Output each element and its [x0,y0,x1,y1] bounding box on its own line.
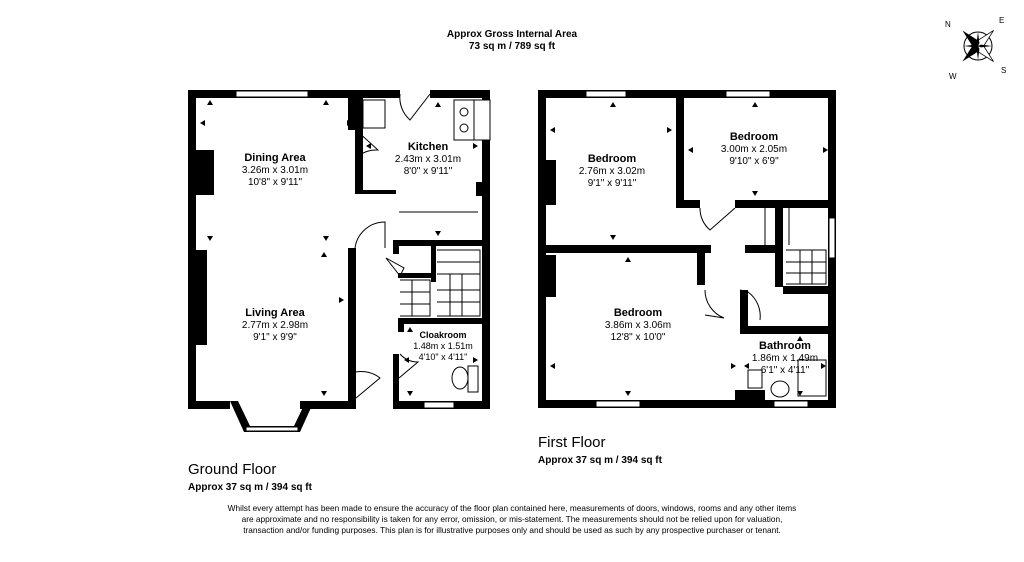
disclaimer-text: Whilst every attempt has been made to en… [227,503,797,535]
windows [235,90,836,432]
room-imperial: 9'1" x 9'11" [587,178,637,189]
ground-floor-title: Ground Floor [188,461,277,478]
room-living-area: Living Area 2.77m x 2.98m 9'1" x 9'9" [220,307,330,344]
room-metric: 3.86m x 3.06m [604,320,672,331]
room-imperial: 9'1" x 9'9" [253,332,297,343]
dimension-arrows [200,100,828,396]
room-bedroom-3: Bedroom 3.86m x 3.06m 12'8" x 10'0" [586,307,690,344]
room-name: Bedroom [729,131,779,143]
room-bedroom-1: Bedroom 2.76m x 3.02m 9'1" x 9'11" [560,153,664,190]
fixtures [362,99,827,398]
room-dining-area: Dining Area 3.26m x 3.01m 10'8" x 9'11" [220,152,330,189]
room-name: Bedroom [587,153,637,165]
room-name: Bathroom [759,340,811,352]
compass-icon [962,30,994,62]
room-metric: 2.76m x 3.02m [578,166,646,177]
room-imperial: 10'8" x 9'11" [247,177,303,188]
room-imperial: 8'0" x 9'11" [403,166,453,177]
room-imperial: 4'10" x 4'11" [418,352,468,362]
room-name: Dining Area [244,152,306,164]
ground-floor-area: Approx 37 sq m / 394 sq ft [188,482,312,493]
room-bathroom: Bathroom 1.86m x 1.49m 6'1" x 4'11" [738,340,832,377]
room-metric: 3.26m x 3.01m [241,165,309,176]
first-floor-area: Approx 37 sq m / 394 sq ft [538,455,662,466]
gross-area-title: Approx Gross Internal Area [446,29,578,40]
room-metric: 2.43m x 3.01m [394,154,462,165]
compass-w-label: W [949,72,957,81]
room-name: Kitchen [407,141,449,153]
room-metric: 3.00m x 2.05m [720,144,788,155]
first-floor-title: First Floor [538,434,606,451]
room-imperial: 6'1" x 4'11" [760,365,810,376]
room-imperial: 9'10" x 6'9" [729,156,779,167]
room-metric: 1.86m x 1.49m [751,353,819,364]
room-imperial: 12'8" x 10'0" [610,332,666,343]
compass-e-label: E [999,16,1005,25]
door-swings [354,93,761,399]
room-metric: 1.48m x 1.51m [413,341,473,351]
room-name: Living Area [245,307,305,319]
stairs [400,208,827,317]
compass-s-label: S [1001,66,1007,75]
room-name: Cloakroom [419,330,467,340]
room-bedroom-2: Bedroom 3.00m x 2.05m 9'10" x 6'9" [700,131,808,168]
gross-area-block: Approx Gross Internal Area 73 sq m / 789… [380,29,644,53]
room-kitchen: Kitchen 2.43m x 3.01m 8'0" x 9'11" [378,141,478,178]
room-metric: 2.77m x 2.98m [241,320,309,331]
room-cloakroom: Cloakroom 1.48m x 1.51m 4'10" x 4'11" [404,330,482,363]
compass-n-label: N [945,20,951,29]
bay-window [230,401,314,432]
gross-area-value: 73 sq m / 789 sq ft [468,41,556,52]
room-name: Bedroom [613,307,663,319]
